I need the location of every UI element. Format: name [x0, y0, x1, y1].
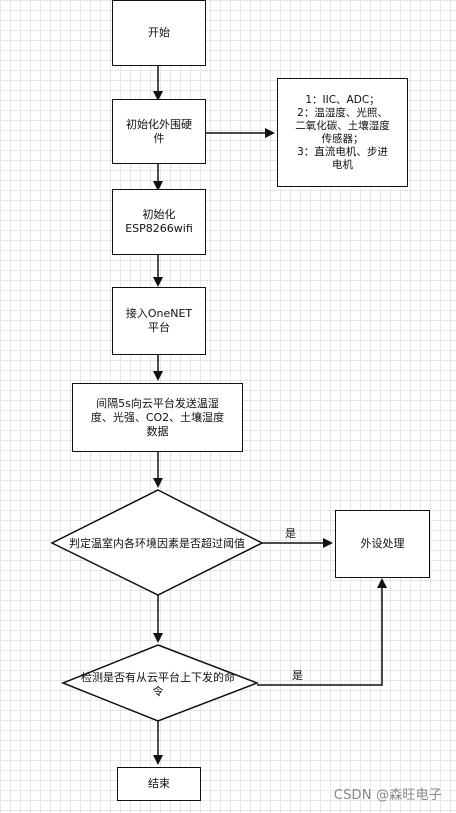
- watermark-text: CSDN @森旺电子: [333, 788, 442, 803]
- init-hardware-node: 初始化外围硬 件: [112, 99, 206, 164]
- end-node: 结束: [117, 767, 201, 801]
- threshold-decision-label: 判定温室内各环境因素是否超过阈值: [69, 537, 245, 550]
- connect-onenet-node: 接入OneNET 平台: [112, 287, 206, 355]
- threshold-yes-label: 是: [285, 527, 296, 540]
- arrow-command-yes-to-peripheral: [257, 578, 387, 686]
- command-decision-label: 检测是否有从云平台上下发的命 令: [81, 671, 235, 698]
- peripheral-process-node: 外设处理: [335, 510, 430, 578]
- send-data-node: 间隔5s向云平台发送温湿 度、光强、CO2、土壤湿度 数据: [72, 383, 243, 452]
- hardware-note-node: 1：IIC、ADC； 2：温湿度、光照、 二氧化碳、土壤湿度 传感器； 3：直流…: [277, 78, 408, 187]
- command-yes-label: 是: [292, 669, 303, 682]
- start-node: 开始: [112, 0, 206, 66]
- init-wifi-node: 初始化 ESP8266wifi: [112, 189, 206, 255]
